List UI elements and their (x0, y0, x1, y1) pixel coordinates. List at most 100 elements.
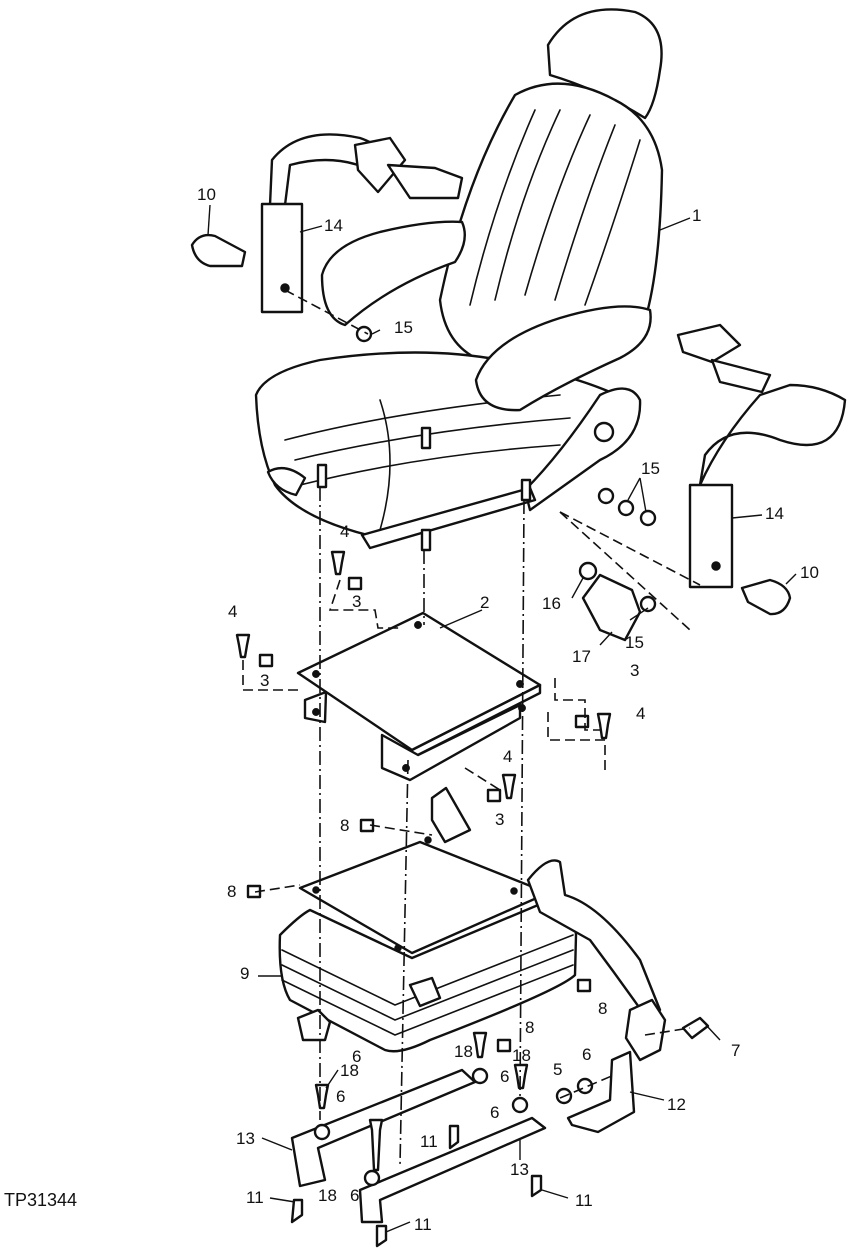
callout-4-b: 4 (228, 602, 237, 621)
right-seat-belt (676, 323, 847, 616)
callout-11-c: 11 (575, 1191, 593, 1210)
washer-15-c (639, 509, 657, 527)
seat-slide-rail (360, 486, 537, 550)
callout-9: 9 (240, 964, 249, 983)
bolt-11-a (290, 1198, 304, 1224)
washer-6-n (511, 1096, 529, 1114)
right-belt-anchor (688, 483, 734, 589)
left-belt-anchor (260, 202, 304, 314)
plate-2-bottom-flange (380, 703, 522, 782)
nut-3-d (486, 788, 502, 803)
callout-3-d: 3 (495, 810, 504, 829)
callout-6-b: 6 (500, 1067, 509, 1086)
callout-14-b: 14 (765, 504, 784, 523)
callout-6-e: 6 (352, 1047, 361, 1066)
nut-3-c (574, 714, 590, 729)
mount-13-right (358, 1116, 547, 1224)
callout-12: 12 (667, 1095, 686, 1114)
callout-17: 17 (572, 647, 591, 666)
washer-6-l (313, 1123, 331, 1141)
bolt-4-a (330, 550, 346, 576)
nut-16 (578, 561, 598, 581)
washer-15-b (617, 499, 635, 517)
callout-14-a: 14 (324, 216, 343, 235)
suspension-assembly (278, 786, 667, 1062)
plate-hardware (235, 550, 612, 803)
figure-id: TP31344 (4, 1190, 77, 1210)
plate-2-left-flange (303, 690, 328, 724)
callout-6-c: 6 (336, 1087, 345, 1106)
callout-leaders (207, 204, 797, 1233)
callout-3-c: 3 (630, 661, 639, 680)
washer-6-m (471, 1067, 489, 1085)
bolt-11-d (375, 1224, 388, 1248)
bolt-11-b (448, 1124, 460, 1150)
right-belt-latch (676, 323, 742, 364)
callout-8-d: 8 (525, 1018, 534, 1037)
washer-15-top (355, 325, 373, 343)
callout-18-a: 18 (340, 1061, 359, 1080)
lower-mounts (290, 1016, 710, 1248)
bolt-18-b (472, 1031, 488, 1059)
callout-18-d: 18 (318, 1186, 337, 1205)
bolt-10-right (740, 578, 792, 616)
callout-4-a: 4 (340, 522, 349, 541)
nut-3-b (258, 653, 274, 668)
callout-4-c: 4 (636, 704, 645, 723)
seat-recline-bracket (523, 387, 642, 512)
seat-right-armrest (474, 305, 652, 412)
callout-11-d: 11 (414, 1215, 432, 1234)
callout-13-b: 13 (510, 1160, 529, 1179)
bolt-11-c (530, 1174, 543, 1198)
bracket-12 (566, 1050, 636, 1134)
bolt-10-left (190, 233, 247, 268)
right-belt-buckle (710, 358, 772, 394)
bolt-4-c (596, 712, 612, 740)
callout-16: 16 (542, 594, 561, 613)
suspension-knob (408, 976, 442, 1008)
washers-and-bracket (355, 325, 657, 642)
seat-left-armrest (320, 220, 466, 327)
callout-8-c: 8 (598, 999, 607, 1018)
plate-2-top (296, 611, 542, 752)
washer-6-o (363, 1169, 381, 1187)
callout-6-a: 6 (582, 1045, 591, 1064)
left-belt-latch (386, 163, 464, 200)
callout-18-b: 18 (454, 1042, 473, 1061)
suspension-latch (430, 786, 472, 844)
washer-15-a (597, 487, 615, 505)
callout-3-b: 3 (260, 671, 269, 690)
suspension-bellows (278, 898, 578, 1053)
suspension-stud (296, 1008, 332, 1042)
callout-4-d: 4 (503, 747, 512, 766)
bolt-4-b (235, 633, 251, 659)
callout-6-f: 6 (350, 1186, 359, 1205)
callout-5: 5 (553, 1060, 562, 1079)
mounting-plate-2 (296, 611, 542, 782)
suspension-pivot-bracket (624, 998, 667, 1062)
left-seat-belt (190, 133, 464, 314)
callout-10-b: 10 (800, 563, 819, 582)
bolt-18-d (368, 1118, 384, 1172)
callout-15-a: 15 (394, 318, 413, 337)
nut-3-a (347, 576, 363, 591)
mount-13-left (290, 1068, 477, 1188)
bolt-4-d (501, 773, 517, 800)
callout-8-a: 8 (340, 816, 349, 835)
washer-15-d (639, 595, 657, 613)
right-belt-webbing (698, 383, 847, 487)
callout-3-a: 3 (352, 592, 361, 611)
seat-assembly (254, 8, 664, 552)
callout-18-c: 18 (512, 1046, 531, 1065)
callout-8-b: 8 (227, 882, 236, 901)
left-belt-buckle (353, 136, 407, 194)
nut-8-c (576, 978, 592, 993)
callout-15-c: 15 (625, 633, 644, 652)
callout-1: 1 (692, 206, 701, 225)
callout-11-a: 11 (246, 1188, 264, 1207)
callout-2: 2 (480, 593, 489, 612)
suspension-lever (526, 859, 662, 1022)
bolt-18-a (314, 1083, 330, 1110)
nut-8-d (496, 1038, 512, 1053)
